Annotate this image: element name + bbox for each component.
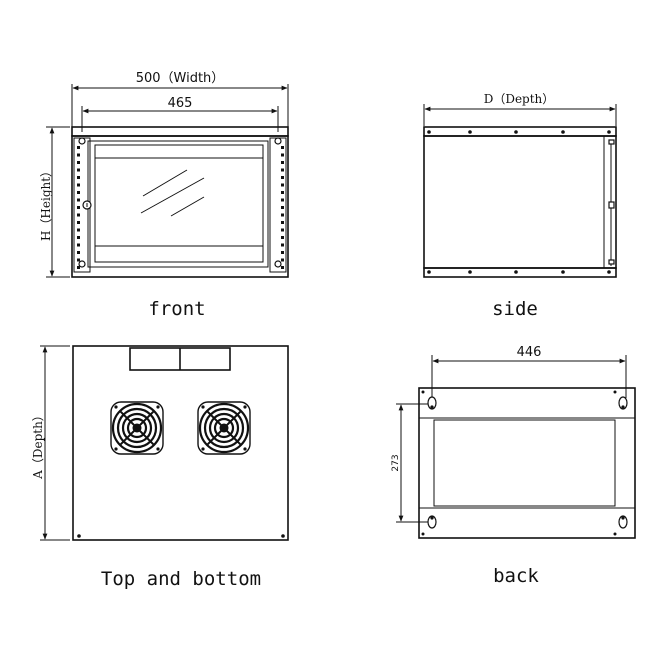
back-view: 446 273 back xyxy=(391,345,636,587)
side-top-plate xyxy=(423,126,617,137)
top-depth-label: A（Depth） xyxy=(31,409,45,480)
fan-grille-icon xyxy=(110,401,164,455)
back-opening xyxy=(433,419,616,507)
side-view: D（Depth） side xyxy=(423,92,617,320)
corner-screw-br xyxy=(274,260,282,268)
back-height-label: 273 xyxy=(391,454,401,471)
side-holes xyxy=(427,130,611,274)
mounting-slot-icon xyxy=(427,396,628,529)
back-panel xyxy=(418,387,636,539)
width-label: 500（Width） xyxy=(136,71,225,86)
rail-holes xyxy=(77,146,284,269)
side-bottom-plate xyxy=(423,267,617,278)
side-body xyxy=(423,135,617,269)
back-width-label: 446 xyxy=(517,345,542,360)
front-body xyxy=(71,135,289,278)
inner-width-label: 465 xyxy=(168,96,193,111)
corner-screw-tr xyxy=(274,137,282,145)
top-hole-br xyxy=(281,534,285,538)
height-label: H（Height） xyxy=(39,165,53,241)
glass-panel xyxy=(94,144,264,263)
back-small-holes xyxy=(421,390,617,536)
corner-screw-bl xyxy=(78,260,86,268)
top-caption: Top and bottom xyxy=(101,568,261,590)
top-hole-bl xyxy=(77,534,81,538)
front-caption: front xyxy=(148,298,205,320)
front-view: 500（Width） 465 H（Height） xyxy=(39,71,289,320)
glass-door-reflection xyxy=(140,169,205,217)
door-frame xyxy=(87,140,269,268)
side-hinge-bottom xyxy=(608,259,615,265)
front-top-plate xyxy=(71,126,289,137)
side-latch xyxy=(608,201,615,209)
side-hinge-top xyxy=(608,139,615,145)
keyhole-lock-icon xyxy=(82,200,92,210)
top-view: A（Depth） Top and bottom xyxy=(31,345,289,590)
side-depth-label: D（Depth） xyxy=(484,92,555,106)
side-caption: side xyxy=(492,298,538,320)
back-caption: back xyxy=(493,565,539,587)
corner-screw-tl xyxy=(78,137,86,145)
top-plate xyxy=(72,345,289,541)
fan-grille-icon xyxy=(197,401,251,455)
